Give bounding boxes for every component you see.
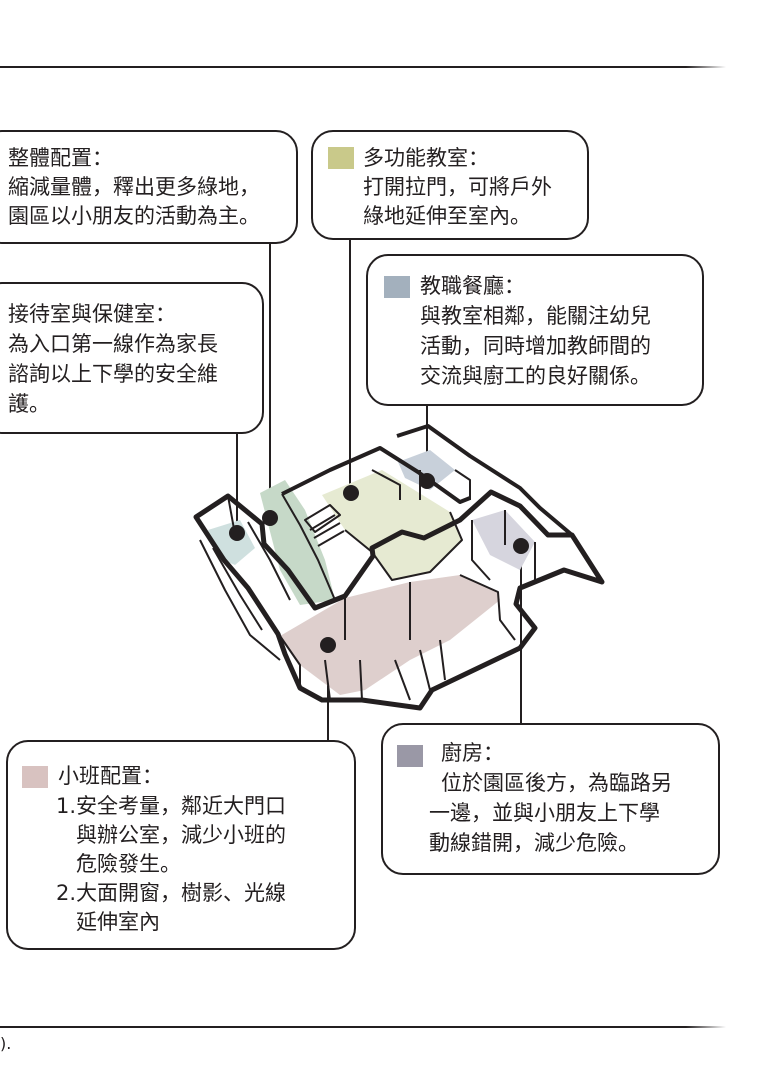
green-zone <box>260 480 335 605</box>
small-line-1: 1.安全考量，鄰近大門口 <box>56 794 287 818</box>
overall-title: 整體配置： <box>8 146 113 170</box>
multi-title: 多功能教室： <box>363 146 489 170</box>
callout-dining: 教職餐廳： 與教室相鄰，能關注幼兒 活動，同時增加教師間的 交流與廚工的良好關係… <box>366 254 704 406</box>
small-class-marker <box>320 637 336 653</box>
page-number: ). <box>0 1034 12 1053</box>
callout-multi: 多功能教室： 打開拉門，可將戶外 綠地延伸至室內。 <box>311 130 589 240</box>
small-line-4: 2.大面開窗，樹影、光線 <box>56 881 287 905</box>
callout-small: 小班配置： 1.安全考量，鄰近大門口 與辦公室，減少小班的 危險發生。 2.大面… <box>6 740 356 950</box>
top-rule <box>0 66 726 68</box>
callout-kitchen: 廚房： 位於園區後方，為臨路另 一邊，並與小朋友上下學 動線錯開，減少危險。 <box>381 723 720 875</box>
dining-line-1: 與教室相鄰，能關注幼兒 <box>420 304 651 328</box>
reception-line-2: 諮詢以上下學的安全維 <box>8 362 218 386</box>
kitchen-line-2: 一邊，並與小朋友上下學 <box>429 801 660 825</box>
overall-line-2: 園區以小朋友的活動為主。 <box>8 204 260 228</box>
kitchen-zone <box>472 510 535 570</box>
kitchen-marker <box>513 538 529 554</box>
overall-marker <box>262 510 278 526</box>
small-line-2: 與辦公室，減少小班的 <box>76 823 286 847</box>
dining-line-2: 活動，同時增加教師間的 <box>420 334 651 358</box>
multi-line-1: 打開拉門，可將戶外 <box>363 175 552 199</box>
reception-marker <box>229 525 245 541</box>
multi-swatch <box>328 147 354 169</box>
small-line-3: 危險發生。 <box>76 852 181 876</box>
kitchen-line-3: 動線錯開，減少危險。 <box>429 831 639 855</box>
reception-title: 接待室與保健室： <box>8 302 176 326</box>
small-title: 小班配置： <box>58 764 163 788</box>
kitchen-title: 廚房： <box>441 741 504 765</box>
callout-overall: 整體配置： 縮減量體，釋出更多綠地， 園區以小朋友的活動為主。 <box>0 130 298 244</box>
bottom-rule <box>0 1026 726 1028</box>
kitchen-line-1: 位於園區後方，為臨路另 <box>441 771 672 795</box>
dining-line-3: 交流與廚工的良好關係。 <box>420 364 651 388</box>
multi-line-2: 綠地延伸至室內。 <box>363 204 531 228</box>
reception-line-1: 為入口第一線作為家長 <box>8 332 218 356</box>
dining-swatch <box>384 276 410 298</box>
dining-title: 教職餐廳： <box>420 274 525 298</box>
small-class-zone <box>280 575 500 695</box>
callout-reception: 接待室與保健室： 為入口第一線作為家長 諮詢以上下學的安全維 護。 <box>0 282 264 434</box>
small-line-5: 延伸室內 <box>76 910 160 934</box>
multi-marker <box>343 485 359 501</box>
dining-marker <box>419 473 435 489</box>
dining-zone <box>398 450 455 490</box>
small-swatch <box>22 766 48 788</box>
kitchen-swatch <box>397 745 423 767</box>
reception-line-3: 護。 <box>8 392 50 416</box>
overall-line-1: 縮減量體，釋出更多綠地， <box>8 175 260 199</box>
